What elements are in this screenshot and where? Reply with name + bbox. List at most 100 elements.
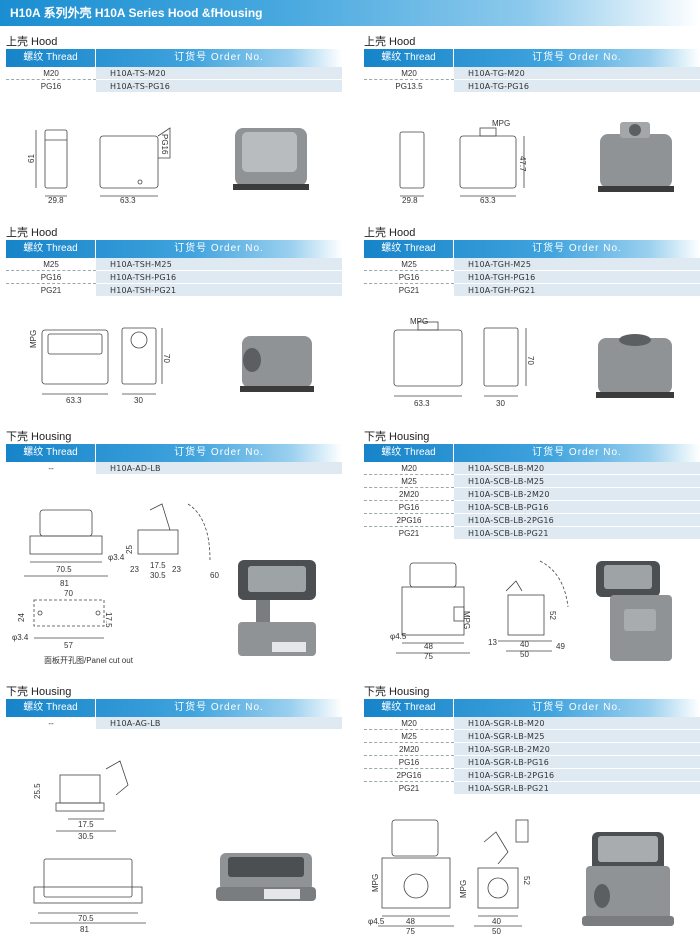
order-cell: H10A-TG-M20 [454, 67, 700, 80]
table-header: 螺纹 Thread 订货号 Order No. [6, 699, 342, 717]
dim-text: MPG [410, 317, 428, 326]
section-title: 上壳 Hood [6, 36, 58, 48]
order-cell: H10A-TG-PG16 [454, 80, 700, 93]
thread-header: 螺纹 Thread [364, 49, 454, 67]
order-cell: H10A-TGH-PG16 [454, 271, 700, 284]
thread-cell: M20 [364, 67, 454, 80]
thread-cell: M25 [364, 258, 454, 271]
thread-header: 螺纹 Thread [364, 699, 454, 717]
dim-text: 57 [64, 641, 73, 650]
thread-cell: PG21 [398, 529, 420, 538]
order-cell: H10A-SGR-LB-PG16 [454, 756, 700, 769]
dim-text: 29.8 [402, 196, 418, 205]
table-row: PG13.5 H10A-TG-PG16 [364, 80, 700, 93]
dim-text: 70.5 [78, 914, 94, 923]
thread-cell: 2M20 [364, 743, 454, 756]
thread-header: 螺纹 Thread [6, 240, 96, 258]
order-cell: H10A-SCB-LB-2M20 [454, 488, 700, 501]
thread-cell: PG13.5 [395, 82, 423, 91]
table-header: 螺纹 Thread 订货号 Order No. [364, 240, 700, 258]
dim-text: 24 [17, 613, 26, 622]
dim-text: 48 [406, 917, 415, 926]
dim-text: φ3.4 [108, 553, 125, 562]
thread-header: 螺纹 Thread [364, 240, 454, 258]
table-header: 螺纹 Thread 订货号 Order No. [6, 49, 342, 67]
thread-cell: PG21 [398, 286, 420, 295]
order-cell: H10A-TS-PG16 [96, 80, 342, 93]
thread-header: 螺纹 Thread [364, 444, 454, 462]
dim-text: 30 [134, 396, 143, 405]
order-cell: H10A-SGR-LB-M20 [454, 717, 700, 730]
order-cell: H10A-SGR-LB-2PG16 [454, 769, 700, 782]
dim-text: 29.8 [48, 196, 64, 205]
order-cell: H10A-SCB-LB-PG21 [454, 527, 700, 540]
thread-cell: M25 [364, 475, 454, 488]
section-title: 上壳 Hood [6, 227, 58, 239]
dim-text: 63.3 [480, 196, 496, 205]
order-cell: H10A-SGR-LB-2M20 [454, 743, 700, 756]
dim-text: 52 [548, 611, 557, 620]
dim-text: 17.5 [104, 612, 113, 628]
drawing-hood-ts: 61 29.8 63.3 PG16 [27, 127, 309, 205]
drawing-hood-tsh: MPG 63.3 70 30 [29, 327, 314, 405]
order-cell: H10A-TGH-M25 [454, 258, 700, 271]
dim-text: 25 [125, 545, 134, 554]
dim-text: 81 [80, 925, 89, 934]
table-header: 螺纹 Thread 订货号 Order No. [6, 444, 342, 462]
dim-text: 60 [210, 571, 219, 580]
section-housing-ad: 下壳 Housing 螺纹 Thread 订货号 Order No. --H10… [6, 430, 342, 475]
dim-text: PG16 [160, 134, 169, 155]
dim-text: 81 [60, 579, 69, 588]
order-cell: H10A-TSH-M25 [96, 258, 342, 271]
page-header: H10A 系列外壳 H10A Series Hood &fHousing [0, 0, 700, 26]
dim-text: φ3.4 [12, 633, 29, 642]
drawing-hood-tgh: MPG 63.3 70 30 [393, 317, 674, 408]
thread-cell: M20 [364, 717, 454, 730]
section-title: 下壳 Housing [6, 431, 72, 443]
dim-text: MPG [29, 330, 38, 348]
section-housing-ag: 下壳 Housing 螺纹 Thread 订货号 Order No. --H10… [6, 685, 342, 730]
dim-text: 70 [526, 356, 535, 365]
dim-text: 30 [496, 399, 505, 408]
dim-text: 17.5 [150, 561, 166, 570]
order-cell: H10A-SCB-LB-M20 [454, 462, 700, 475]
dim-text: 70 [162, 354, 171, 363]
dim-text: 30.5 [150, 571, 166, 580]
thread-cell: -- [48, 719, 54, 728]
dim-text: 13 [488, 638, 497, 647]
thread-cell: 2PG16 [364, 769, 454, 782]
order-header: 订货号 Order No. [532, 243, 622, 254]
dim-text: 61 [27, 154, 36, 163]
dim-text: MPG [492, 119, 510, 128]
section-title: 下壳 Housing [364, 686, 430, 698]
drawing-housing-ag: 25.5 17.5 30.5 70.5 81 [30, 760, 316, 934]
dim-text: 75 [424, 652, 433, 661]
order-header: 订货号 Order No. [532, 702, 622, 713]
thread-cell: PG21 [40, 286, 62, 295]
thread-cell: PG16 [40, 82, 62, 91]
dim-text: 70.5 [56, 565, 72, 574]
dim-text: 17.5 [78, 820, 94, 829]
dim-text: MPG [459, 880, 468, 898]
order-header: 订货号 Order No. [174, 52, 264, 63]
dim-text: 75 [406, 927, 415, 936]
thread-cell: PG16 [364, 271, 454, 284]
table-row: PG21 H10A-SCB-LB-PG21 [364, 527, 700, 540]
